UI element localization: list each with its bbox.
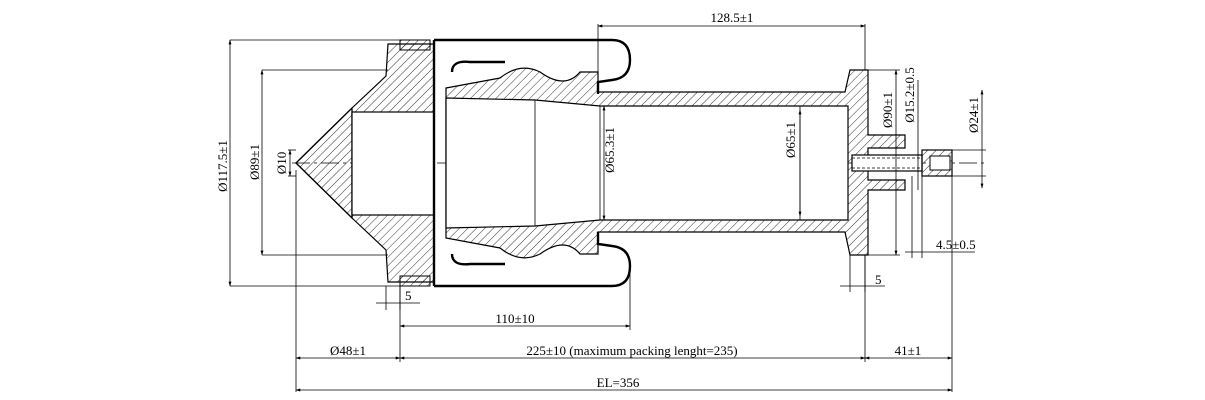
dim-d24: Ø24±1 [966,97,981,133]
dim-4-5: 4.5±0.5 [936,237,976,252]
dim-el: EL=356 [597,375,640,390]
dim-d65-3: Ø65.3±1 [602,127,617,173]
dim-d90: Ø90±1 [880,92,895,128]
dim-5-left: 5 [405,288,412,303]
air-fitting [851,149,953,177]
dim-d65: Ø65±1 [783,122,798,158]
dim-128-5: 128.5±1 [711,10,754,25]
bottom-piston [295,39,435,287]
dim-d89: Ø89±1 [247,144,262,180]
dim-d10: Ø10 [274,152,289,174]
dim-d15-2: Ø15.2±0.5 [902,67,917,123]
dim-110: 110±10 [495,311,534,326]
dim-d48: Ø48±1 [330,343,366,358]
dim-41: 41±1 [895,343,922,358]
dim-d117: Ø117.5±1 [215,140,230,192]
dim-5-right: 5 [875,272,882,287]
rubber-bellow [432,38,632,288]
top-plate-body [445,67,906,259]
dim-225: 225±10 (maximum packing lenght=235) [526,343,737,358]
